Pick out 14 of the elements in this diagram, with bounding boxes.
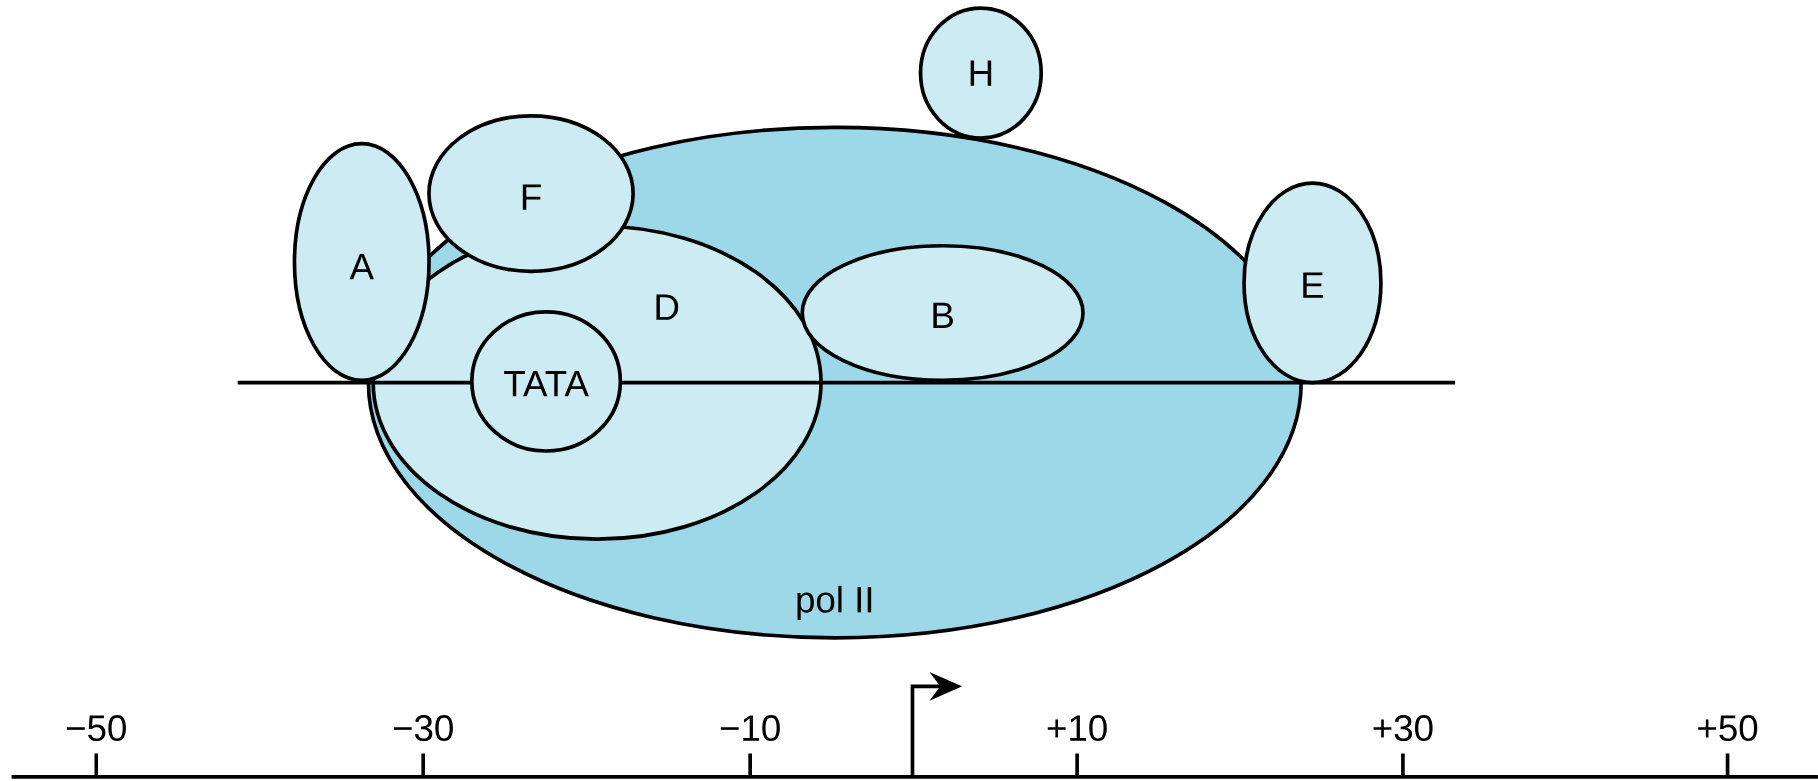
protein-label: TATA	[504, 370, 589, 397]
protein-label: A	[349, 253, 374, 280]
tick-label: −10	[720, 714, 780, 741]
tick-label: −50	[66, 714, 126, 741]
tick-label: −30	[393, 714, 453, 741]
tick-label: +10	[1047, 714, 1107, 741]
protein-label: pol II	[797, 585, 872, 620]
protein-label: D	[656, 294, 679, 320]
tick-label: +50	[1698, 714, 1758, 741]
tick-label: +30	[1373, 714, 1433, 741]
protein-label: E	[1303, 272, 1324, 298]
protein-label: F	[522, 184, 541, 210]
protein-label: B	[933, 302, 953, 328]
protein-label: H	[970, 60, 992, 86]
